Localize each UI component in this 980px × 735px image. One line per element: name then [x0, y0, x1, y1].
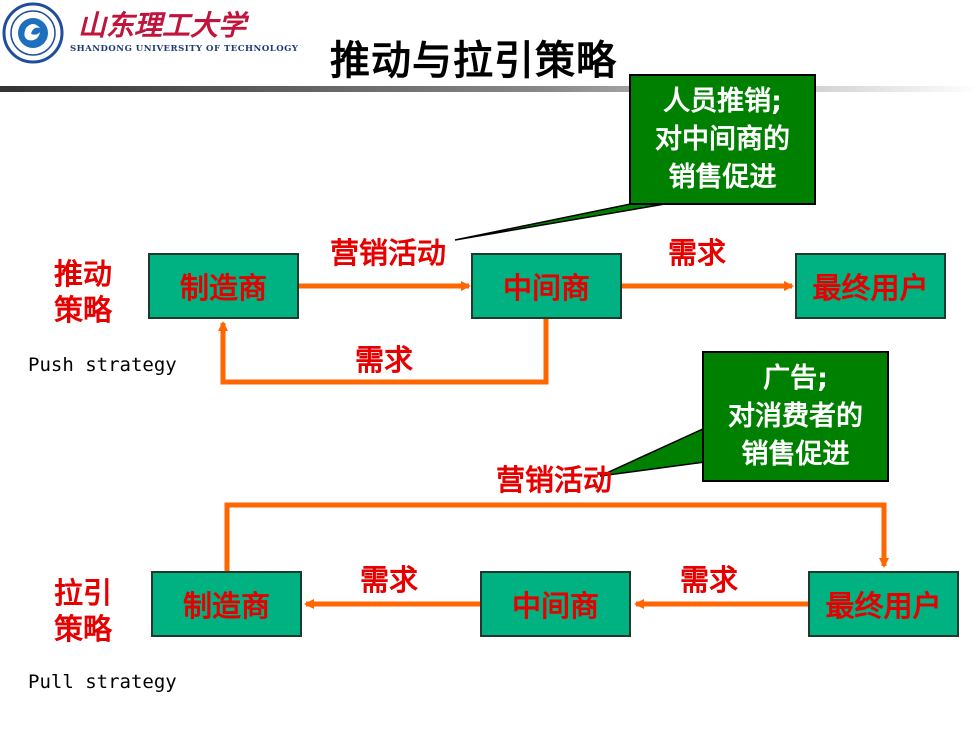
university-logo	[2, 2, 64, 64]
pull-marketing-loop-arrow	[224, 502, 889, 572]
push-callout-line1: 人员推销;	[663, 85, 782, 117]
push-label-marketing: 营销活动	[330, 236, 447, 270]
pull-box-intermediary: 中间商	[480, 571, 631, 637]
header-divider	[0, 86, 980, 92]
pull-callout-line3: 销售促进	[741, 438, 850, 470]
pull-side-label: 拉引 策略	[54, 575, 112, 647]
pull-label-marketing: 营销活动	[496, 463, 613, 497]
pull-side-label-line1: 拉引	[54, 576, 113, 610]
pull-box-manufacturer: 制造商	[151, 571, 302, 637]
push-callout-line3: 销售促进	[668, 161, 777, 193]
page-title: 推动与拉引策略	[330, 38, 617, 84]
push-label-demand-return: 需求	[355, 343, 414, 377]
pull-callout-pointer	[599, 426, 706, 477]
push-english-label: Push strategy	[28, 354, 177, 376]
push-callout-line2: 对中间商的	[655, 123, 790, 155]
push-box-manufacturer: 制造商	[148, 253, 299, 319]
push-side-label-line2: 策略	[54, 293, 113, 327]
push-demand-return-arrow	[218, 319, 549, 385]
university-seal-icon	[2, 2, 64, 64]
pull-label-demand-right: 需求	[680, 563, 739, 597]
push-label-demand-right: 需求	[668, 236, 727, 270]
pull-box-end-user: 最终用户	[808, 571, 959, 637]
pull-label-demand-left: 需求	[360, 563, 419, 597]
push-side-label: 推动 策略	[54, 256, 112, 328]
push-box-intermediary: 中间商	[471, 253, 622, 319]
pull-callout-box: 广告; 对消费者的 销售促进	[702, 351, 889, 482]
pull-english-label: Pull strategy	[28, 671, 177, 693]
push-box-end-user: 最终用户	[795, 253, 946, 319]
pull-callout-line1: 广告;	[763, 362, 828, 394]
pull-side-label-line2: 策略	[54, 612, 113, 646]
logo-english-name: SHANDONG UNIVERSITY OF TECHNOLOGY	[70, 44, 299, 54]
push-side-label-line1: 推动	[54, 257, 113, 291]
push-callout-box: 人员推销; 对中间商的 销售促进	[629, 74, 816, 205]
pull-callout-line2: 对消费者的	[728, 400, 863, 432]
logo-chinese-name: 山东理工大学	[78, 9, 247, 42]
